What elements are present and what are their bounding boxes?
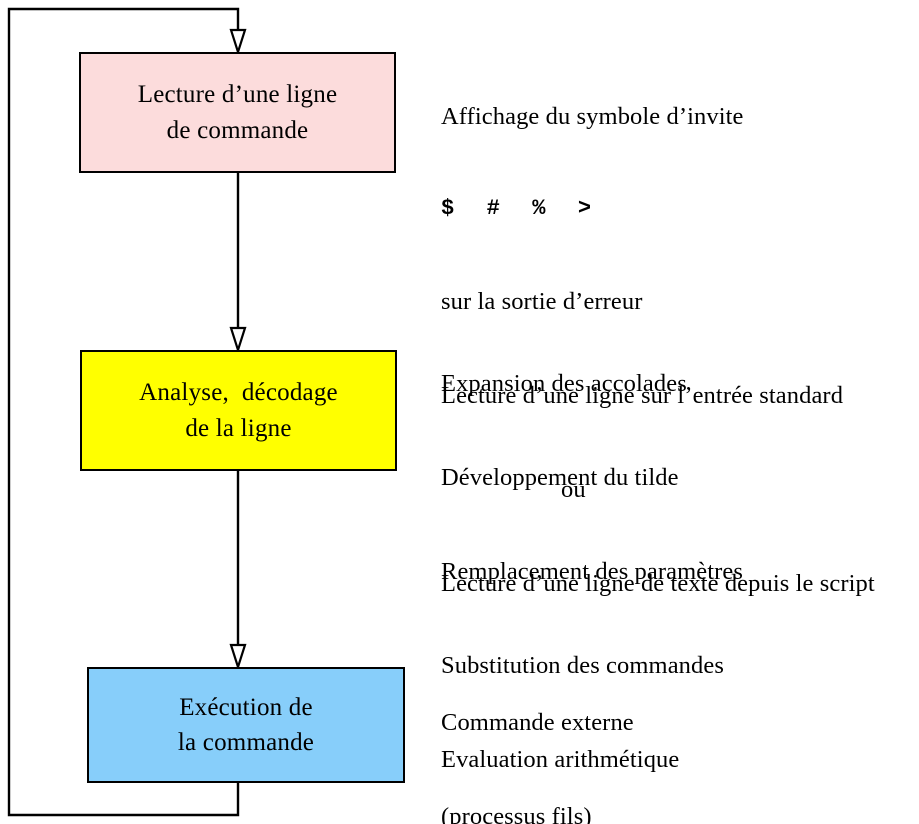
connector-parse-to-exec	[229, 471, 247, 671]
node-execution-commande[interactable]: Exécution de la commande	[87, 667, 405, 783]
annotation-line: (processus fils)	[441, 802, 592, 824]
annotation-line: Lecture d’une ligne de texte depuis le s…	[441, 569, 875, 597]
arrowhead-hollow-triangle	[229, 326, 247, 354]
node-label-line-2: de commande	[166, 116, 309, 144]
annotation-line: Expansion des accolades	[441, 369, 687, 397]
annotation-line-prompt-symbols: $ # % >	[441, 195, 594, 221]
node-label-line-2: de la ligne	[185, 414, 292, 442]
annotation-line: Affichage du symbole d’invite	[441, 102, 744, 130]
annotation-execution-commande: Commande externe (processus fils) ou Com…	[441, 644, 634, 824]
annotation-analyse-decodage-ligne: Expansion des accolades Développement du…	[441, 305, 806, 824]
annotation-line-alternative: ou	[561, 475, 586, 503]
node-label-line-1: Lecture d’une ligne	[137, 81, 338, 108]
annotation-line: Remplacement des paramètres	[441, 557, 744, 585]
connector-read-to-parse	[229, 173, 247, 354]
annotation-lecture-ligne-commande: Affichage du symbole d’invite $ # % > su…	[441, 38, 875, 662]
node-lecture-ligne-commande[interactable]: Lecture d’une ligne de commande	[79, 52, 396, 173]
annotation-line: Commande externe	[441, 708, 634, 736]
arrowhead-hollow-triangle	[229, 643, 247, 671]
node-label-line-1: Analyse, décodage	[139, 379, 338, 406]
arrowhead-hollow-triangle	[229, 28, 247, 56]
annotation-line: Substitution des commandes	[441, 651, 724, 679]
annotation-line: Lecture d’une ligne sur l’entrée standar…	[441, 381, 844, 409]
annotation-line: Evaluation arithmétique	[441, 746, 680, 774]
annotation-line: sur la sortie d’erreur	[441, 287, 643, 315]
node-label-line-2: la commande	[177, 729, 315, 756]
node-label-line-1: Exécution de	[179, 693, 313, 721]
node-analyse-decodage-ligne[interactable]: Analyse, décodage de la ligne	[80, 350, 397, 471]
annotation-line: Développement du tilde	[441, 463, 679, 491]
